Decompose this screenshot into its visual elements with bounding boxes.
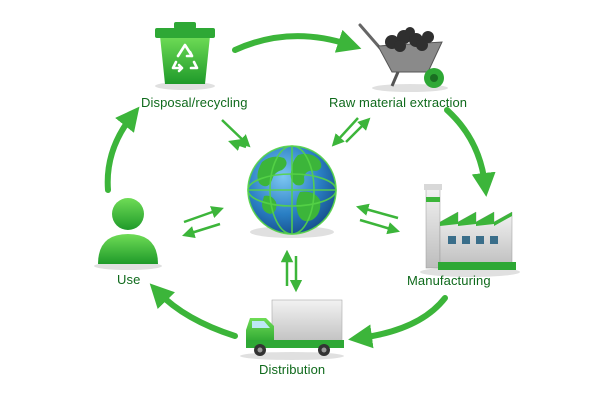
double-arrow-use-globe (182, 206, 224, 239)
double-arrow-raw-globe (331, 117, 371, 147)
double-arrow-distribution-globe (280, 249, 303, 293)
stage-label-raw-material: Raw material extraction (329, 95, 468, 110)
cycle-arrow-raw-to-manufacturing (444, 107, 496, 197)
factory-icon (420, 184, 520, 277)
globe-icon (247, 145, 337, 238)
stage-label-distribution: Distribution (259, 362, 326, 377)
cycle-arrow-disposal-to-raw (232, 29, 362, 53)
cycle-arrow-distribution-to-use (149, 283, 238, 339)
double-arrow-disposal-globe (221, 119, 251, 151)
person-icon (94, 198, 162, 270)
double-arrow-manufacturing-globe (355, 203, 400, 235)
stage-label-disposal: Disposal/recycling (141, 95, 248, 110)
stage-label-use: Use (117, 272, 141, 287)
wheelbarrow-icon (358, 23, 448, 92)
cycle-arrow-manufacturing-to-distribution (348, 295, 448, 349)
cycle-arrow-use-to-disposal (104, 106, 140, 193)
stage-label-manufacturing: Manufacturing (407, 273, 491, 288)
delivery-truck-icon (240, 299, 344, 360)
recycling-bin-icon (155, 22, 215, 90)
